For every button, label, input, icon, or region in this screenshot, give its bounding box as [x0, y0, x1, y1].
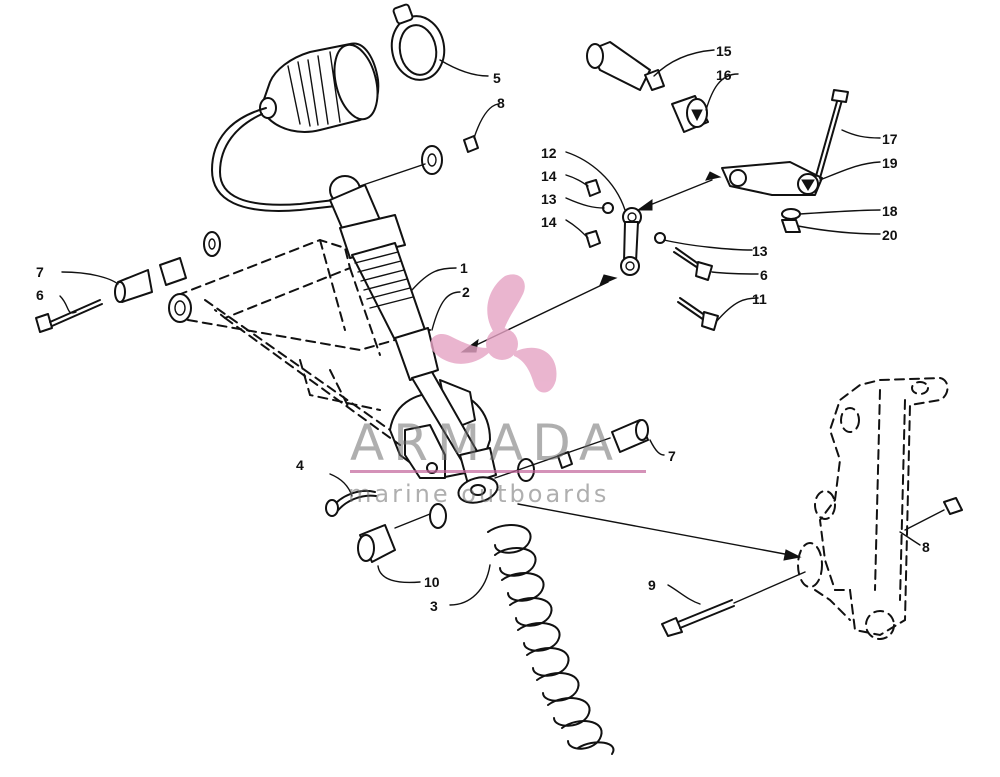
torsion-arm: [721, 161, 823, 196]
swing-arm-pivot-tube: [168, 293, 192, 323]
watermark-title: ARMADA: [350, 414, 622, 472]
callout-labels: 5 8 1 2 3 4 10 7 6 7 8 9 12 14 13 14 13 …: [36, 43, 930, 614]
callout-13-lower: 13: [752, 243, 768, 259]
watermark-subtitle: marine outboards: [348, 480, 609, 508]
coil-spring: [487, 524, 615, 755]
callout-10: 10: [424, 574, 440, 590]
callout-13-upper: 13: [541, 191, 557, 207]
shock-reservoir: [211, 42, 380, 212]
callout-8-right: 8: [922, 539, 930, 555]
spacer-washer-7: [114, 269, 153, 303]
washer-18: [781, 208, 801, 220]
callout-16: 16: [716, 67, 732, 83]
callout-7-left: 7: [36, 264, 44, 280]
bolt-6-left: [35, 299, 103, 333]
callout-18: 18: [882, 203, 898, 219]
watermark-underline: [350, 470, 646, 473]
bushing-left: [159, 231, 221, 286]
shock-absorber: [329, 175, 499, 504]
callout-20: 20: [882, 227, 898, 243]
lower-shock-bracket: [389, 379, 491, 479]
callout-2: 2: [462, 284, 470, 300]
bushing-10: [357, 503, 447, 563]
bolt-11: [677, 297, 719, 331]
callout-5: 5: [493, 70, 501, 86]
callout-12: 12: [541, 145, 557, 161]
torsion-bar: [586, 41, 665, 91]
callout-8-top: 8: [497, 95, 505, 111]
callout-6-right: 6: [760, 267, 768, 283]
propeller-logo-icon: [430, 274, 557, 393]
washer-13-lower: [654, 232, 666, 244]
callout-4: 4: [296, 457, 304, 473]
callout-6-left: 6: [36, 287, 44, 303]
nut-14-upper: [585, 179, 601, 197]
callout-19: 19: [882, 155, 898, 171]
callout-1: 1: [460, 260, 468, 276]
stabilizer-link: [585, 179, 666, 276]
bolt-9: [661, 571, 806, 637]
nut-14-lower: [585, 230, 601, 248]
ski-spindle: [797, 376, 949, 640]
leader-lines: [59, 49, 921, 606]
swing-arm-outline: [168, 238, 431, 446]
callout-14-upper: 14: [541, 168, 557, 184]
bushing-top-8: [359, 135, 479, 187]
callout-9: 9: [648, 577, 656, 593]
callout-15: 15: [716, 43, 732, 59]
armada-watermark: ARMADA marine outboards: [348, 274, 646, 508]
bolt-6-right: [673, 247, 713, 281]
nut-8-right: [904, 497, 963, 531]
splined-bushing-16: [671, 95, 709, 133]
pin-7-right: [494, 419, 649, 482]
callout-17: 17: [882, 131, 898, 147]
callout-11: 11: [752, 291, 767, 307]
nut-20: [781, 219, 801, 233]
callout-14-lower: 14: [541, 214, 557, 230]
callout-3: 3: [430, 598, 438, 614]
callout-7-right: 7: [668, 448, 676, 464]
bolt-17: [815, 89, 849, 179]
hose-clamp: [390, 3, 446, 81]
